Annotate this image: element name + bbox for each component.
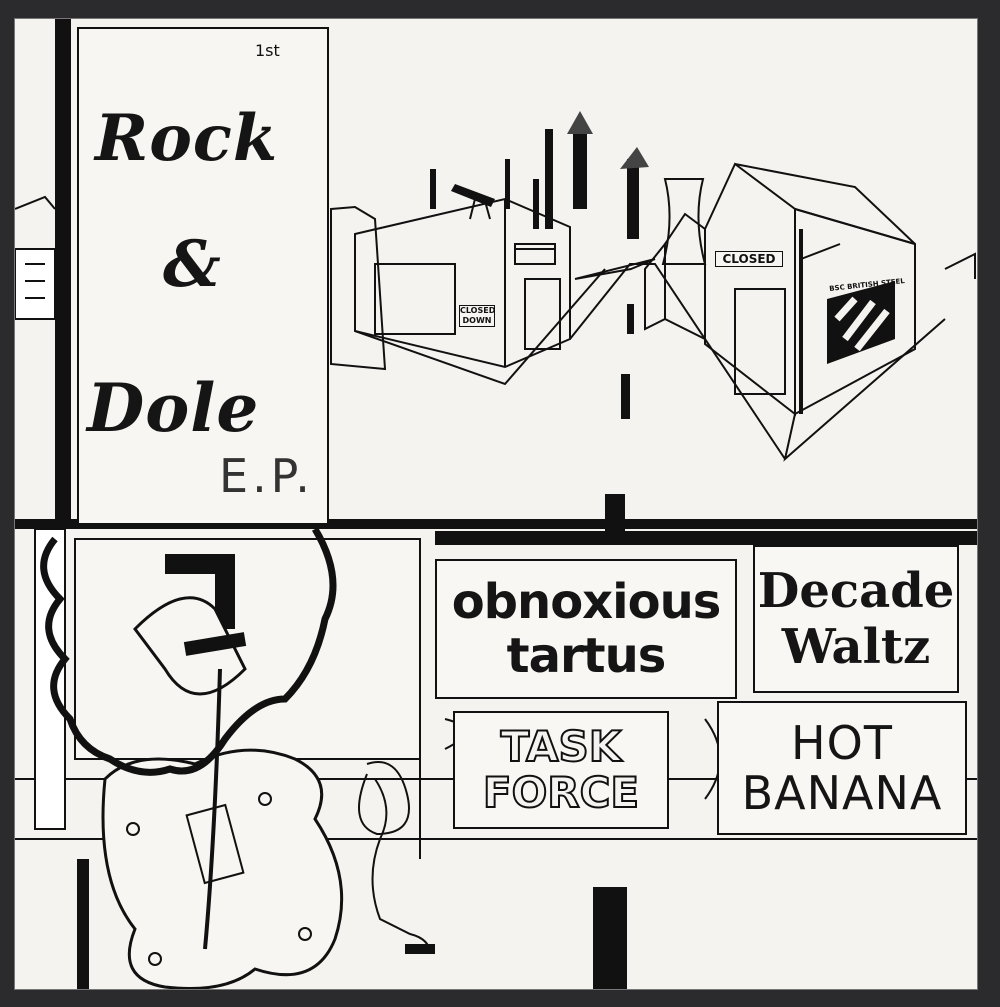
band-name-line: tartus [506, 628, 667, 684]
title-rock: Rock [95, 101, 279, 176]
band-name-line: Decade [757, 563, 955, 619]
edition-superscript: 1st [255, 41, 280, 60]
band-name-line: TASK [500, 722, 623, 771]
band-sign-hot-banana: HOT BANANA [717, 701, 967, 835]
band-name-line: BANANA [741, 766, 943, 820]
title-ampersand: & [163, 227, 222, 302]
band-sign-task-force: TASK FORCE [453, 711, 669, 829]
band-name-line: FORCE [482, 768, 640, 817]
band-name-line: Waltz [781, 619, 931, 675]
wood-fence-drawing [15, 528, 977, 989]
format-label: E.P. [219, 449, 314, 503]
cover-artwork [15, 19, 977, 989]
industrial-street-drawing [330, 111, 976, 462]
band-name-line: obnoxious [451, 574, 722, 630]
closed-sign: CLOSED [715, 251, 783, 267]
title-panel: 1st Rock & Dole E.P. [77, 27, 329, 525]
title-dole: Dole [87, 369, 260, 447]
closed-down-sign: CLOSED DOWN [459, 305, 496, 327]
band-sign-decade-waltz: Decade Waltz [753, 545, 959, 693]
guitar-and-cable-drawing [40, 527, 435, 989]
record-sleeve: 1st Rock & Dole E.P. CLOSED CLOSED DOWN … [14, 18, 978, 990]
band-name-line: HOT [791, 716, 893, 770]
band-sign-obnoxious-tartus: obnoxious tartus [435, 559, 737, 699]
